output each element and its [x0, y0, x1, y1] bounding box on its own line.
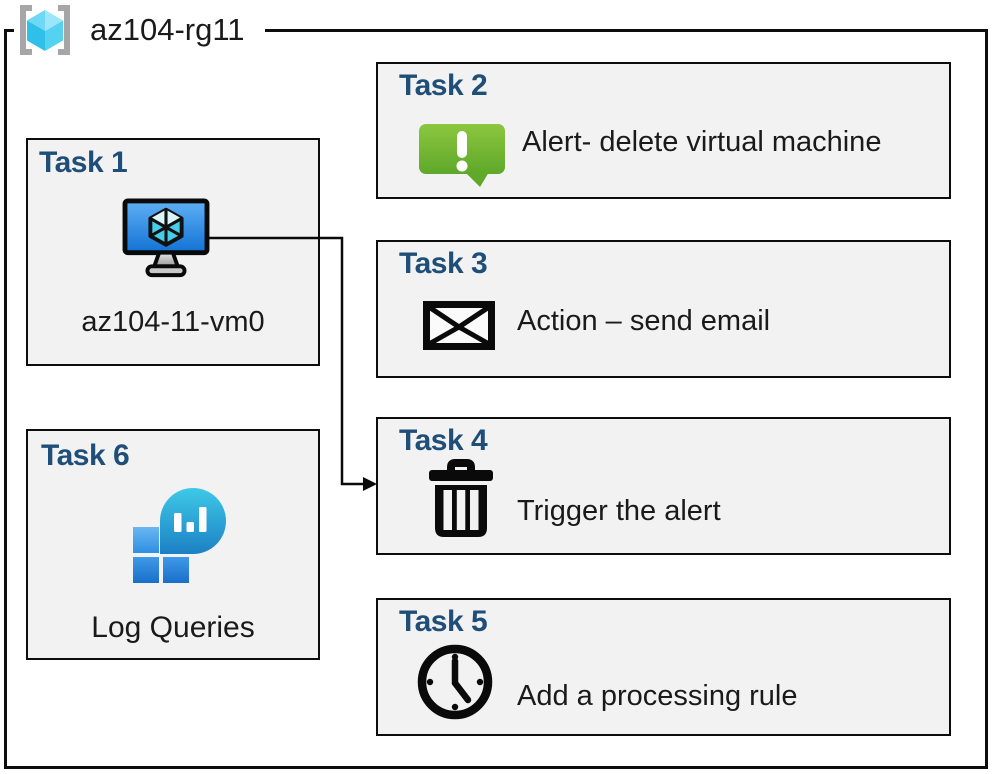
trash-icon [427, 459, 495, 539]
task-2-box: Task 2 Alert- delete virtual machine [376, 62, 951, 199]
task-2-title: Task 2 [399, 69, 488, 102]
task-4-title: Task 4 [399, 424, 488, 457]
task-3-label: Action – send email [517, 305, 771, 337]
resource-group-name: az104-rg11 [90, 12, 245, 47]
task-1-box: Task 1 az104-11-vm0 [26, 138, 320, 366]
task-3-title: Task 3 [399, 247, 488, 280]
task-4-label: Trigger the alert [517, 495, 721, 527]
task-3-box: Task 3 Action – send email [376, 240, 951, 378]
task-1-label: az104-11-vm0 [81, 306, 265, 338]
log-queries-icon [132, 488, 230, 584]
alert-message-icon [417, 122, 507, 188]
task-2-label: Alert- delete virtual machine [522, 126, 882, 158]
virtual-machine-icon [122, 198, 210, 280]
task-1-title: Task 1 [39, 146, 128, 179]
task-5-label: Add a processing rule [517, 680, 798, 712]
resource-group-header: az104-rg11 [14, 2, 265, 58]
task-5-box: Task 5 Add a processing rule [376, 598, 951, 736]
resource-group-icon [16, 3, 74, 57]
task-6-title: Task 6 [41, 439, 130, 472]
task-5-title: Task 5 [399, 605, 488, 638]
clock-icon [415, 642, 495, 722]
email-envelope-icon [423, 301, 495, 350]
task-6-label: Log Queries [91, 611, 255, 644]
task-6-box: Task 6 Log Queries [26, 429, 320, 660]
task-4-box: Task 4 Trigger the alert [376, 417, 951, 555]
